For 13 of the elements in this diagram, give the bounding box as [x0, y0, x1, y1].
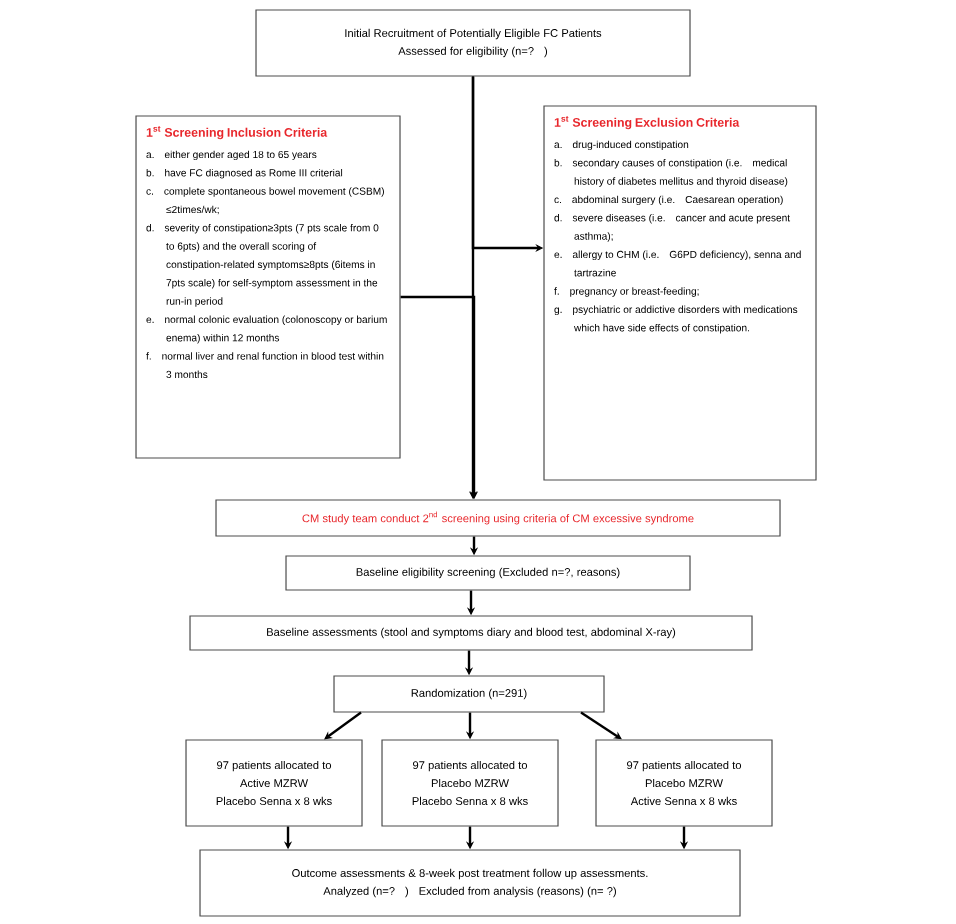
process-box — [215, 499, 781, 537]
arrow — [580, 711, 622, 740]
process-box — [185, 739, 363, 827]
criteria-box — [135, 115, 401, 459]
process-box — [189, 615, 753, 651]
process-box — [595, 739, 773, 827]
process-box — [333, 675, 605, 713]
process-box — [285, 555, 691, 591]
process-box — [381, 739, 559, 827]
arrow — [324, 711, 362, 740]
process-box — [199, 849, 741, 917]
process-box — [255, 9, 691, 77]
criteria-box — [543, 105, 817, 481]
